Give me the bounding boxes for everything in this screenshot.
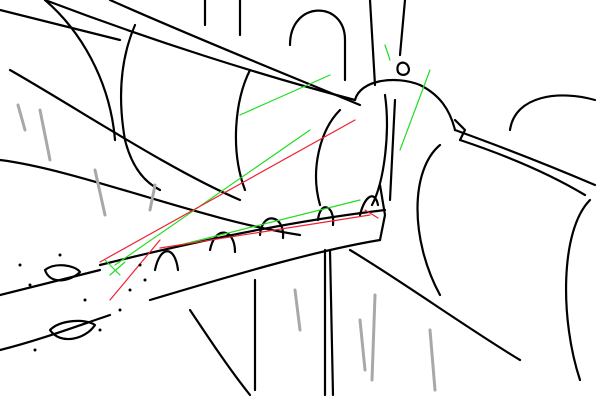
debris-dots bbox=[18, 253, 147, 352]
green-traces bbox=[104, 44, 431, 276]
red-traces bbox=[99, 119, 379, 301]
pillars bbox=[203, 0, 407, 87]
upper-pipe bbox=[0, 0, 362, 237]
right-pipe bbox=[348, 94, 597, 382]
lower-pipe bbox=[0, 264, 112, 352]
junction-arch bbox=[353, 61, 467, 207]
shading-strokes bbox=[16, 103, 437, 392]
trough bbox=[98, 183, 387, 397]
